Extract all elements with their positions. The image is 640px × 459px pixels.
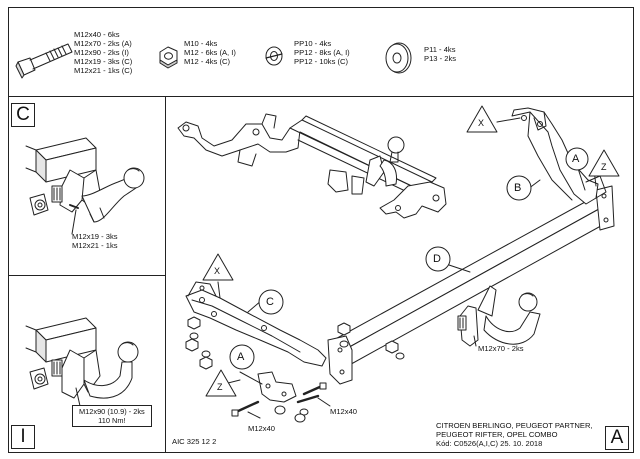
spring-washers-list-item: PP12 - 8ks (A, I) xyxy=(294,48,350,57)
bolt-m12x40-icon xyxy=(231,382,327,417)
panel-c-bolt-item: M12x19 - 3ks xyxy=(72,232,118,241)
label-c: C xyxy=(266,296,274,308)
left-column-divider xyxy=(165,96,166,453)
label-z-bottom: Z xyxy=(217,382,223,392)
label-x-top: X xyxy=(478,118,485,128)
panel-i-tow-ball-drawing xyxy=(25,317,139,407)
panel-c-letter: C xyxy=(11,103,35,127)
panel-c-tow-ball-drawing xyxy=(25,137,145,235)
drawing-frame xyxy=(8,7,634,453)
label-x-left: X xyxy=(214,266,221,276)
torque-note: M12x90 (10.9) - 2ks 110 Nm! xyxy=(72,405,152,427)
nuts-list-item: M12 - 6ks (A, I) xyxy=(184,48,236,57)
torque-bolt-spec: M12x90 (10.9) - 2ks xyxy=(79,407,145,416)
panel-i-letter: I xyxy=(11,425,35,449)
flat-washers-list-item: P11 - 4ks xyxy=(424,45,456,54)
spring-washer-icon xyxy=(265,46,283,66)
label-d: D xyxy=(433,253,441,265)
tow-bar-assembly-drawing xyxy=(185,107,615,423)
nuts-list-item: M10 - 4ks xyxy=(184,39,218,48)
left-panels-divider xyxy=(8,275,165,276)
label-z-top: Z xyxy=(601,162,607,172)
spring-washers-list-item: PP12 - 10ks (C) xyxy=(294,57,349,66)
panel-c-bolt-item: M12x21 - 1ks xyxy=(72,241,118,250)
vehicle-info: CITROEN BERLINGO, PEUGEOT PARTNER, PEUGE… xyxy=(436,421,593,448)
bolt-m12x40-label-left: M12x40 xyxy=(248,424,276,433)
bolt-icon xyxy=(15,43,73,79)
nuts-list-item: M12 - 4ks (C) xyxy=(184,57,230,66)
bolts-list: M12x40 - 6ks M12x70 - 2ks (A) M12x90 - 2… xyxy=(74,30,132,75)
kod-line: Kód: C0526(A,I,C) 25. 10. 2018 xyxy=(436,439,543,448)
nuts-list: M10 - 4ks M12 - 6ks (A, I) M12 - 4ks (C) xyxy=(184,39,236,66)
vehicle-info-line: CITROEN BERLINGO, PEUGEOT PARTNER, xyxy=(436,421,593,430)
panel-c-bolts: M12x19 - 3ks M12x21 - 1ks xyxy=(72,232,118,250)
vehicle-info-line: PEUGEOT RIFTER, OPEL COMBO xyxy=(436,430,558,439)
bolts-list-item: M12x21 - 1ks (C) xyxy=(74,66,133,75)
flat-washers-list: P11 - 4ks P13 - 2ks xyxy=(424,45,456,63)
label-b: B xyxy=(514,182,522,194)
hardware-column-left-icon xyxy=(185,316,213,370)
panel-a-letter: A xyxy=(605,426,629,450)
label-leader-lines xyxy=(217,117,597,419)
vehicle-chassis-drawing xyxy=(177,113,447,219)
bolts-list-item: M12x19 - 3ks (C) xyxy=(74,57,133,66)
spring-washers-list-item: PP10 - 4ks xyxy=(294,39,332,48)
bolts-list-item: M12x70 - 2ks (A) xyxy=(74,39,132,48)
flat-washer-icon xyxy=(385,42,412,74)
flat-washers-list-item: P13 - 2ks xyxy=(424,54,457,63)
bolts-list-item: M12x40 - 6ks xyxy=(74,30,120,39)
label-shapes xyxy=(202,105,620,397)
hex-nut-icon xyxy=(159,46,178,69)
header-divider xyxy=(8,96,634,97)
bolt-m12x40-label-right: M12x40 xyxy=(330,407,358,416)
torque-value: 110 Nm! xyxy=(98,416,126,425)
bolt-m12x70-label: M12x70 - 2ks xyxy=(478,344,524,353)
spring-washers-list: PP10 - 4ks PP12 - 8ks (A, I) PP12 - 10ks… xyxy=(294,39,350,66)
bolts-list-item: M12x90 - 2ks (I) xyxy=(74,48,129,57)
hardware-column-right-icon xyxy=(337,322,405,360)
drawing-code: AIC 325 12 2 xyxy=(172,437,217,446)
label-a-top: A xyxy=(572,153,580,165)
label-a-bottom: A xyxy=(237,351,245,363)
